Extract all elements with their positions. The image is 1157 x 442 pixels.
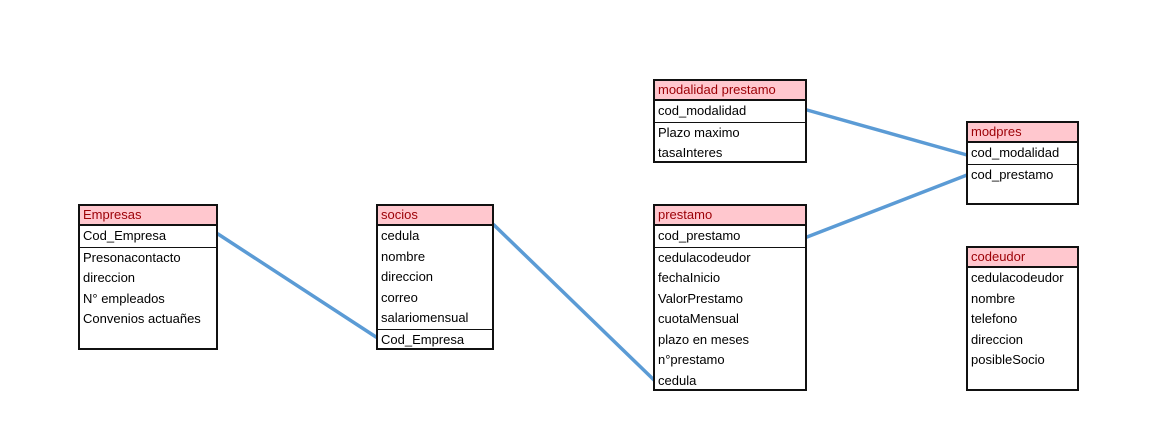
table-title: socios bbox=[378, 206, 492, 226]
field-row: cedula bbox=[658, 372, 697, 388]
field-row: fechaInicio bbox=[658, 270, 721, 285]
fields-section: Plazo maximo tasaInteres bbox=[655, 121, 805, 164]
field-row: cedulacodeudor bbox=[658, 249, 751, 265]
field-row: Convenios actuañes bbox=[83, 311, 201, 326]
fields-section: Presonacontacto direccion N° empleados C… bbox=[80, 246, 216, 330]
field-row: cedula bbox=[381, 228, 420, 243]
link-prestamo-modpres bbox=[805, 173, 969, 239]
field-row: N° empleados bbox=[83, 290, 165, 306]
field-row: direccion bbox=[381, 269, 434, 284]
field-row: Presonacontacto bbox=[83, 249, 181, 265]
field-row: cod_modalidad bbox=[971, 145, 1060, 160]
field-row: Cod_Empresa bbox=[83, 228, 167, 243]
field-row: Plazo maximo bbox=[658, 124, 740, 140]
pk-section: cod_modalidad bbox=[655, 101, 805, 122]
table-title: codeudor bbox=[968, 248, 1077, 268]
fields-section: cedulacodeudor nombre telefono direccion… bbox=[968, 268, 1077, 371]
table-modalidad-prestamo: modalidad prestamo cod_modalidad Plazo m… bbox=[653, 79, 807, 163]
field-row: cedulacodeudor bbox=[971, 270, 1064, 285]
field-row: Cod_Empresa bbox=[381, 331, 465, 347]
pk-section: Cod_Empresa bbox=[80, 226, 216, 247]
field-row: ValorPrestamo bbox=[658, 290, 744, 306]
pk-section: cod_modalidad bbox=[968, 143, 1077, 164]
table-title: prestamo bbox=[655, 206, 805, 226]
table-socios: socios cedula nombre direccion correo sa… bbox=[376, 204, 494, 350]
table-title: modalidad prestamo bbox=[655, 81, 805, 101]
field-row: direccion bbox=[83, 270, 136, 285]
fk-section: Cod_Empresa bbox=[378, 328, 492, 351]
field-row: salariomensual bbox=[381, 310, 469, 325]
link-modalidad-modpres bbox=[805, 108, 969, 157]
field-row: n°prestamo bbox=[658, 352, 725, 367]
field-row: plazo en meses bbox=[658, 331, 750, 347]
table-title: modpres bbox=[968, 123, 1077, 143]
table-codeudor: codeudor cedulacodeudor nombre telefono … bbox=[966, 246, 1079, 391]
field-row: cuotaMensual bbox=[658, 311, 739, 326]
field-row: nombre bbox=[971, 290, 1016, 306]
field-row: cod_modalidad bbox=[658, 103, 747, 118]
field-row: correo bbox=[381, 289, 418, 305]
fields-section: cod_prestamo bbox=[968, 163, 1077, 186]
field-row: cod_prestamo bbox=[658, 228, 741, 243]
link-empresas-socios bbox=[216, 232, 378, 339]
table-title: Empresas bbox=[80, 206, 216, 226]
pk-section: cod_prestamo bbox=[655, 226, 805, 247]
field-row: posibleSocio bbox=[971, 352, 1045, 367]
fields-section: cedula nombre direccion correo salariome… bbox=[378, 226, 492, 329]
table-empresas: Empresas Cod_Empresa Presonacontacto dir… bbox=[78, 204, 218, 350]
table-modpres: modpres cod_modalidad cod_prestamo bbox=[966, 121, 1079, 205]
field-row: direccion bbox=[971, 331, 1024, 347]
table-prestamo: prestamo cod_prestamo cedulacodeudor fec… bbox=[653, 204, 807, 391]
field-row: nombre bbox=[381, 248, 426, 264]
fields-section: cedulacodeudor fechaInicio ValorPrestamo… bbox=[655, 246, 805, 392]
field-row: tasaInteres bbox=[658, 145, 723, 160]
field-row: cod_prestamo bbox=[971, 166, 1054, 182]
link-socios-prestamo bbox=[492, 223, 656, 382]
field-row: telefono bbox=[971, 311, 1018, 326]
